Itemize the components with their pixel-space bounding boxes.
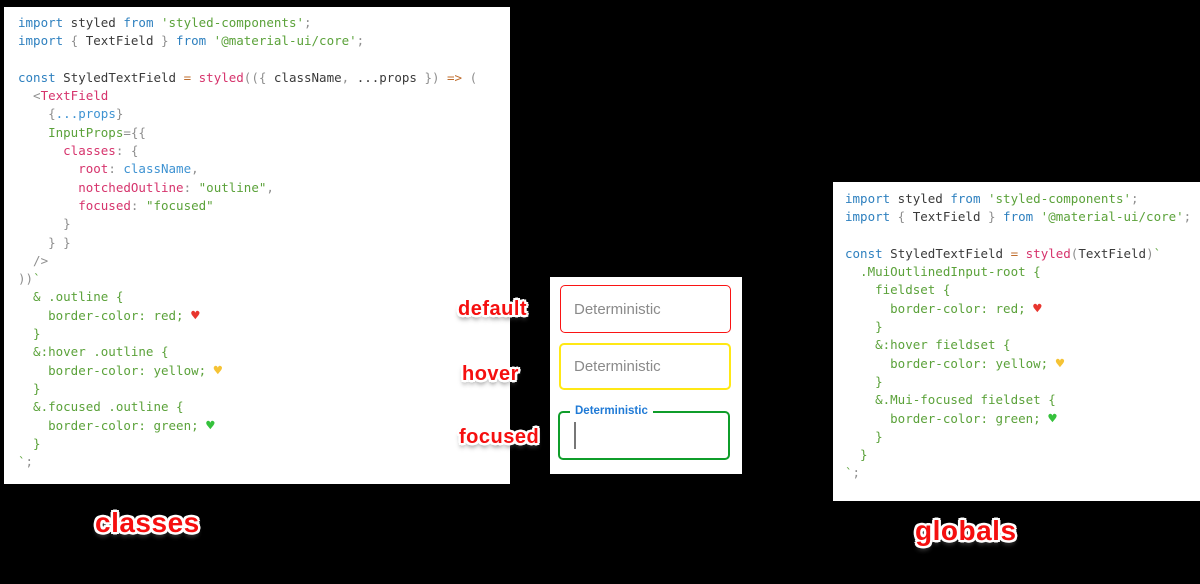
code-line: border-color: yellow; ♥ xyxy=(18,362,223,379)
textfield-default[interactable] xyxy=(560,285,731,333)
code-line: &:hover fieldset { xyxy=(845,337,1011,353)
code-line xyxy=(18,51,510,69)
code-line: } xyxy=(18,380,41,396)
code-line: .MuiOutlinedInput-root { xyxy=(845,264,1041,280)
code-line: border-color: red; ♥ xyxy=(18,307,200,324)
code-line: root: className, xyxy=(18,161,199,177)
code-line: <TextField xyxy=(18,88,109,104)
code-line: `; xyxy=(845,465,861,481)
code-line: } xyxy=(18,326,41,342)
state-label-focused: focused xyxy=(459,426,540,448)
code-line: border-color: green; ♥ xyxy=(18,417,215,434)
code-line: `; xyxy=(18,454,34,470)
code-line: /> xyxy=(18,252,49,268)
code-line: } xyxy=(18,216,71,232)
classes-code-panel: import styled from 'styled-components'; i… xyxy=(4,7,510,484)
code-line: import styled from 'styled-components'; xyxy=(845,191,1139,206)
code-line xyxy=(845,227,1200,245)
code-line: import { TextField } from '@material-ui/… xyxy=(845,209,1192,225)
code-line: const StyledTextField = styled(TextField… xyxy=(845,245,1162,261)
code-line: classes: { xyxy=(18,143,139,159)
caption-globals: globals xyxy=(915,515,1017,546)
state-label-hover: hover xyxy=(462,363,519,385)
code-line: notchedOutline: "outline", xyxy=(18,179,274,195)
code-line: & .outline { xyxy=(18,289,124,305)
code-line: &:hover .outline { xyxy=(18,344,169,360)
code-line: &.Mui-focused fieldset { xyxy=(845,392,1056,408)
code-line: &.focused .outline { xyxy=(18,399,184,415)
code-line: border-color: yellow; ♥ xyxy=(845,355,1065,372)
textfield-hover[interactable] xyxy=(559,343,731,390)
floating-label: Deterministic xyxy=(570,404,653,418)
code-line: } xyxy=(18,435,41,451)
code-line: focused: "focused" xyxy=(18,197,214,213)
code-line: fieldset { xyxy=(845,282,951,298)
code-line: } xyxy=(845,428,883,444)
code-line: import { TextField } from '@material-ui/… xyxy=(18,33,365,49)
code-line: import styled from 'styled-components'; xyxy=(18,15,312,30)
code-line: } xyxy=(845,319,883,335)
textfield-focused[interactable]: Deterministic xyxy=(558,404,730,460)
code-line: ))` xyxy=(18,271,41,287)
globals-code-panel: import styled from 'styled-components'; i… xyxy=(833,182,1200,501)
code-line: InputProps={{ xyxy=(18,124,146,140)
code-line: const StyledTextField = styled(({ classN… xyxy=(18,69,478,85)
state-label-default: default xyxy=(458,298,528,320)
caption-classes: classes xyxy=(95,507,200,538)
code-line: border-color: green; ♥ xyxy=(845,410,1057,427)
code-line: } } xyxy=(18,234,71,250)
code-line: } xyxy=(845,373,883,389)
code-line: border-color: red; ♥ xyxy=(845,300,1042,317)
textfield-demo-card: Deterministic xyxy=(550,277,742,474)
code-line: } xyxy=(845,447,868,463)
text-caret xyxy=(574,422,576,449)
code-line: {...props} xyxy=(18,106,124,122)
